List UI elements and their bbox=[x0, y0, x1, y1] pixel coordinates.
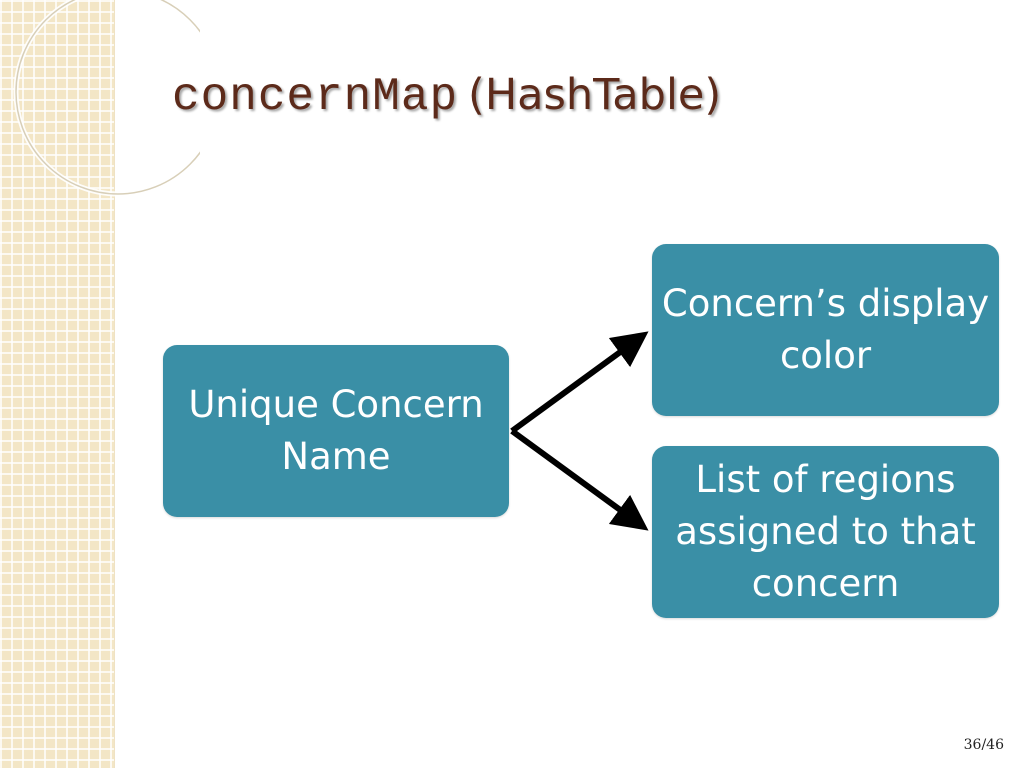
decorative-grid-strip bbox=[0, 0, 115, 768]
unique-concern-name-label: Unique Concern Name bbox=[188, 383, 484, 478]
unique-concern-name-box: Unique Concern Name bbox=[163, 345, 509, 517]
decorative-circle-arc bbox=[13, 0, 200, 197]
arrow-to-regions-list bbox=[510, 428, 649, 531]
title-code-text: concernMap bbox=[172, 71, 459, 123]
regions-list-box: List of regions assigned to that concern bbox=[652, 446, 999, 618]
display-color-label: Concern’s display color bbox=[661, 282, 990, 377]
regions-list-label: List of regions assigned to that concern bbox=[675, 458, 976, 605]
display-color-box: Concern’s display color bbox=[652, 244, 999, 416]
slide-title: concernMap(HashTable) bbox=[172, 70, 721, 140]
title-rest-text: (HashTable) bbox=[468, 70, 722, 120]
page-number: 36/46 bbox=[963, 737, 1004, 753]
arrow-to-display-color bbox=[510, 331, 649, 434]
